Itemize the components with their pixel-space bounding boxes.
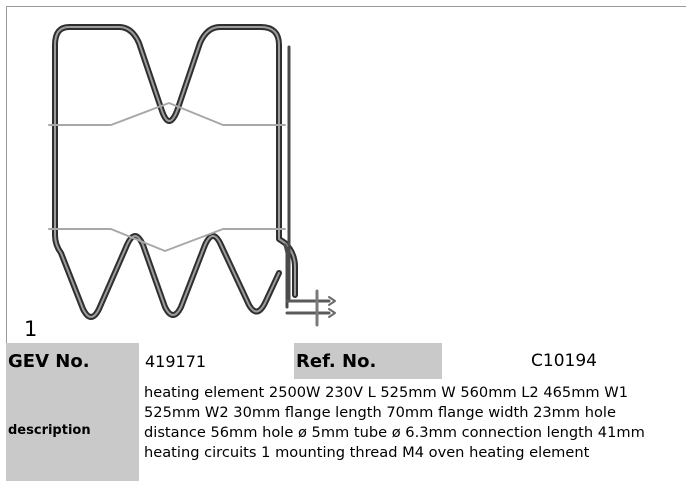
heating-tube-outer bbox=[52, 24, 298, 320]
gev-no-value: 419171 bbox=[139, 343, 294, 379]
heating-element-photo bbox=[48, 24, 336, 327]
gev-no-label: GEV No. bbox=[6, 343, 139, 379]
support-bracket-lower bbox=[48, 228, 286, 252]
description-label: description bbox=[6, 379, 139, 481]
support-bracket-upper bbox=[48, 102, 286, 126]
spec-row: GEV No. 419171 Ref. No. C10194 bbox=[6, 343, 686, 379]
heating-tube-inner bbox=[283, 45, 291, 309]
figure-number: 1 bbox=[24, 317, 38, 341]
page-frame bbox=[6, 6, 686, 481]
description-text: heating element 2500W 230V L 525mm W 560… bbox=[144, 384, 645, 461]
product-image: 1 bbox=[7, 7, 686, 343]
description-row: description heating element 2500W 230V L… bbox=[6, 379, 686, 481]
ref-no-label: Ref. No. bbox=[294, 343, 442, 379]
ref-no-value: C10194 bbox=[442, 343, 686, 379]
